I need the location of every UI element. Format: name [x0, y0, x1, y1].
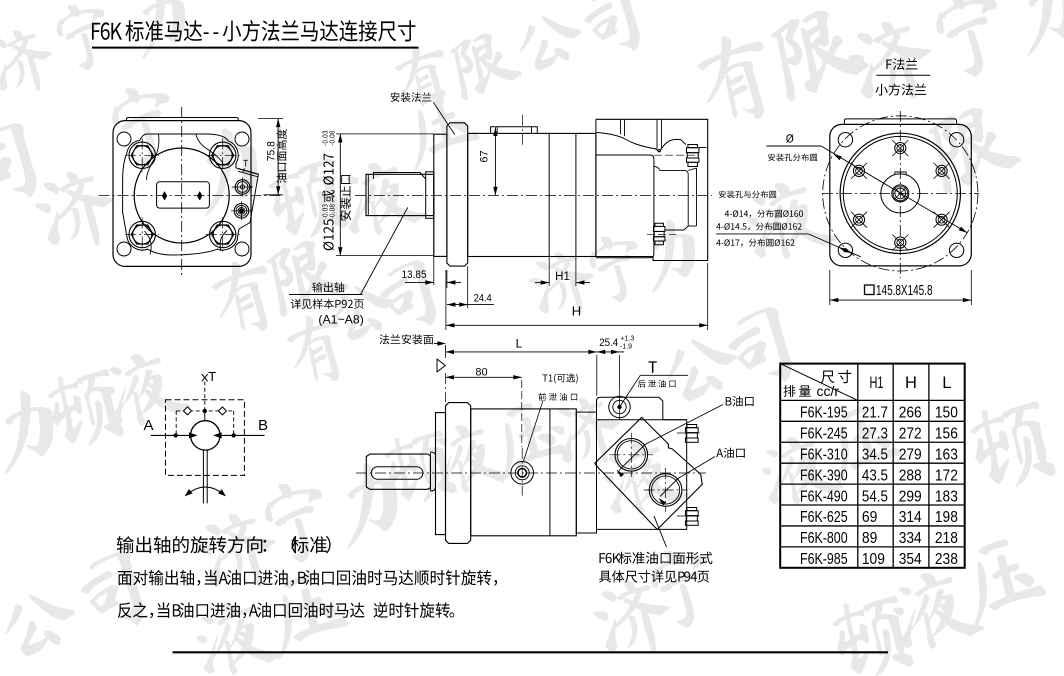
svg-text:198: 198	[935, 509, 958, 526]
svg-text:266: 266	[899, 405, 922, 422]
svg-text:163: 163	[935, 446, 958, 463]
svg-text:A: A	[144, 417, 154, 434]
svg-text:43.5: 43.5	[862, 467, 888, 484]
svg-text:B: B	[258, 417, 268, 434]
svg-text:156: 156	[935, 426, 958, 443]
svg-text:F6K-310: F6K-310	[800, 446, 848, 463]
svg-text:F6K-390: F6K-390	[800, 467, 848, 484]
svg-text:H1: H1	[870, 374, 884, 392]
svg-text:279: 279	[899, 446, 922, 463]
svg-text:L: L	[516, 337, 523, 351]
svg-text:+1.3: +1.3	[621, 335, 635, 342]
svg-text:183: 183	[935, 488, 958, 505]
svg-text:109: 109	[862, 551, 885, 568]
svg-text:F6K-195: F6K-195	[800, 405, 848, 422]
svg-text:69: 69	[862, 509, 878, 526]
svg-text:25.4: 25.4	[599, 337, 618, 349]
svg-text:145.8X145.8: 145.8X145.8	[876, 283, 933, 299]
svg-text:H: H	[905, 374, 917, 392]
svg-text:89: 89	[862, 530, 878, 547]
svg-text:75.8: 75.8	[265, 141, 277, 161]
svg-text:cc/r: cc/r	[817, 383, 840, 399]
svg-text:F6K-490: F6K-490	[800, 488, 848, 505]
svg-text:34.5: 34.5	[862, 446, 888, 463]
svg-text:314: 314	[899, 509, 922, 526]
svg-text:272: 272	[899, 426, 922, 443]
svg-text:21.7: 21.7	[862, 405, 888, 422]
svg-text:80: 80	[475, 366, 487, 378]
svg-text:F6K-245: F6K-245	[800, 426, 848, 443]
svg-text:13.85: 13.85	[402, 269, 427, 281]
svg-text:299: 299	[899, 488, 922, 505]
svg-text:54.5: 54.5	[862, 488, 888, 505]
svg-text:F6K-800: F6K-800	[800, 530, 848, 547]
svg-text:238: 238	[935, 551, 958, 568]
svg-text:218: 218	[935, 530, 958, 547]
svg-text:334: 334	[899, 530, 922, 547]
svg-text:288: 288	[899, 467, 922, 484]
svg-text:24.4: 24.4	[474, 293, 492, 305]
svg-text:27.3: 27.3	[862, 426, 888, 443]
svg-text:F6K-625: F6K-625	[800, 509, 848, 526]
svg-text:-1.9: -1.9	[620, 344, 632, 351]
svg-text:172: 172	[935, 467, 958, 484]
svg-text:67: 67	[479, 150, 491, 162]
svg-text:T: T	[208, 369, 216, 384]
svg-text:H1: H1	[555, 271, 570, 283]
svg-text:L: L	[942, 374, 951, 392]
svg-text:150: 150	[935, 405, 958, 422]
svg-text:(A1~A8): (A1~A8)	[318, 313, 363, 327]
svg-text:F6K-985: F6K-985	[800, 551, 848, 568]
svg-text:H: H	[572, 303, 581, 318]
svg-text:354: 354	[899, 551, 922, 568]
